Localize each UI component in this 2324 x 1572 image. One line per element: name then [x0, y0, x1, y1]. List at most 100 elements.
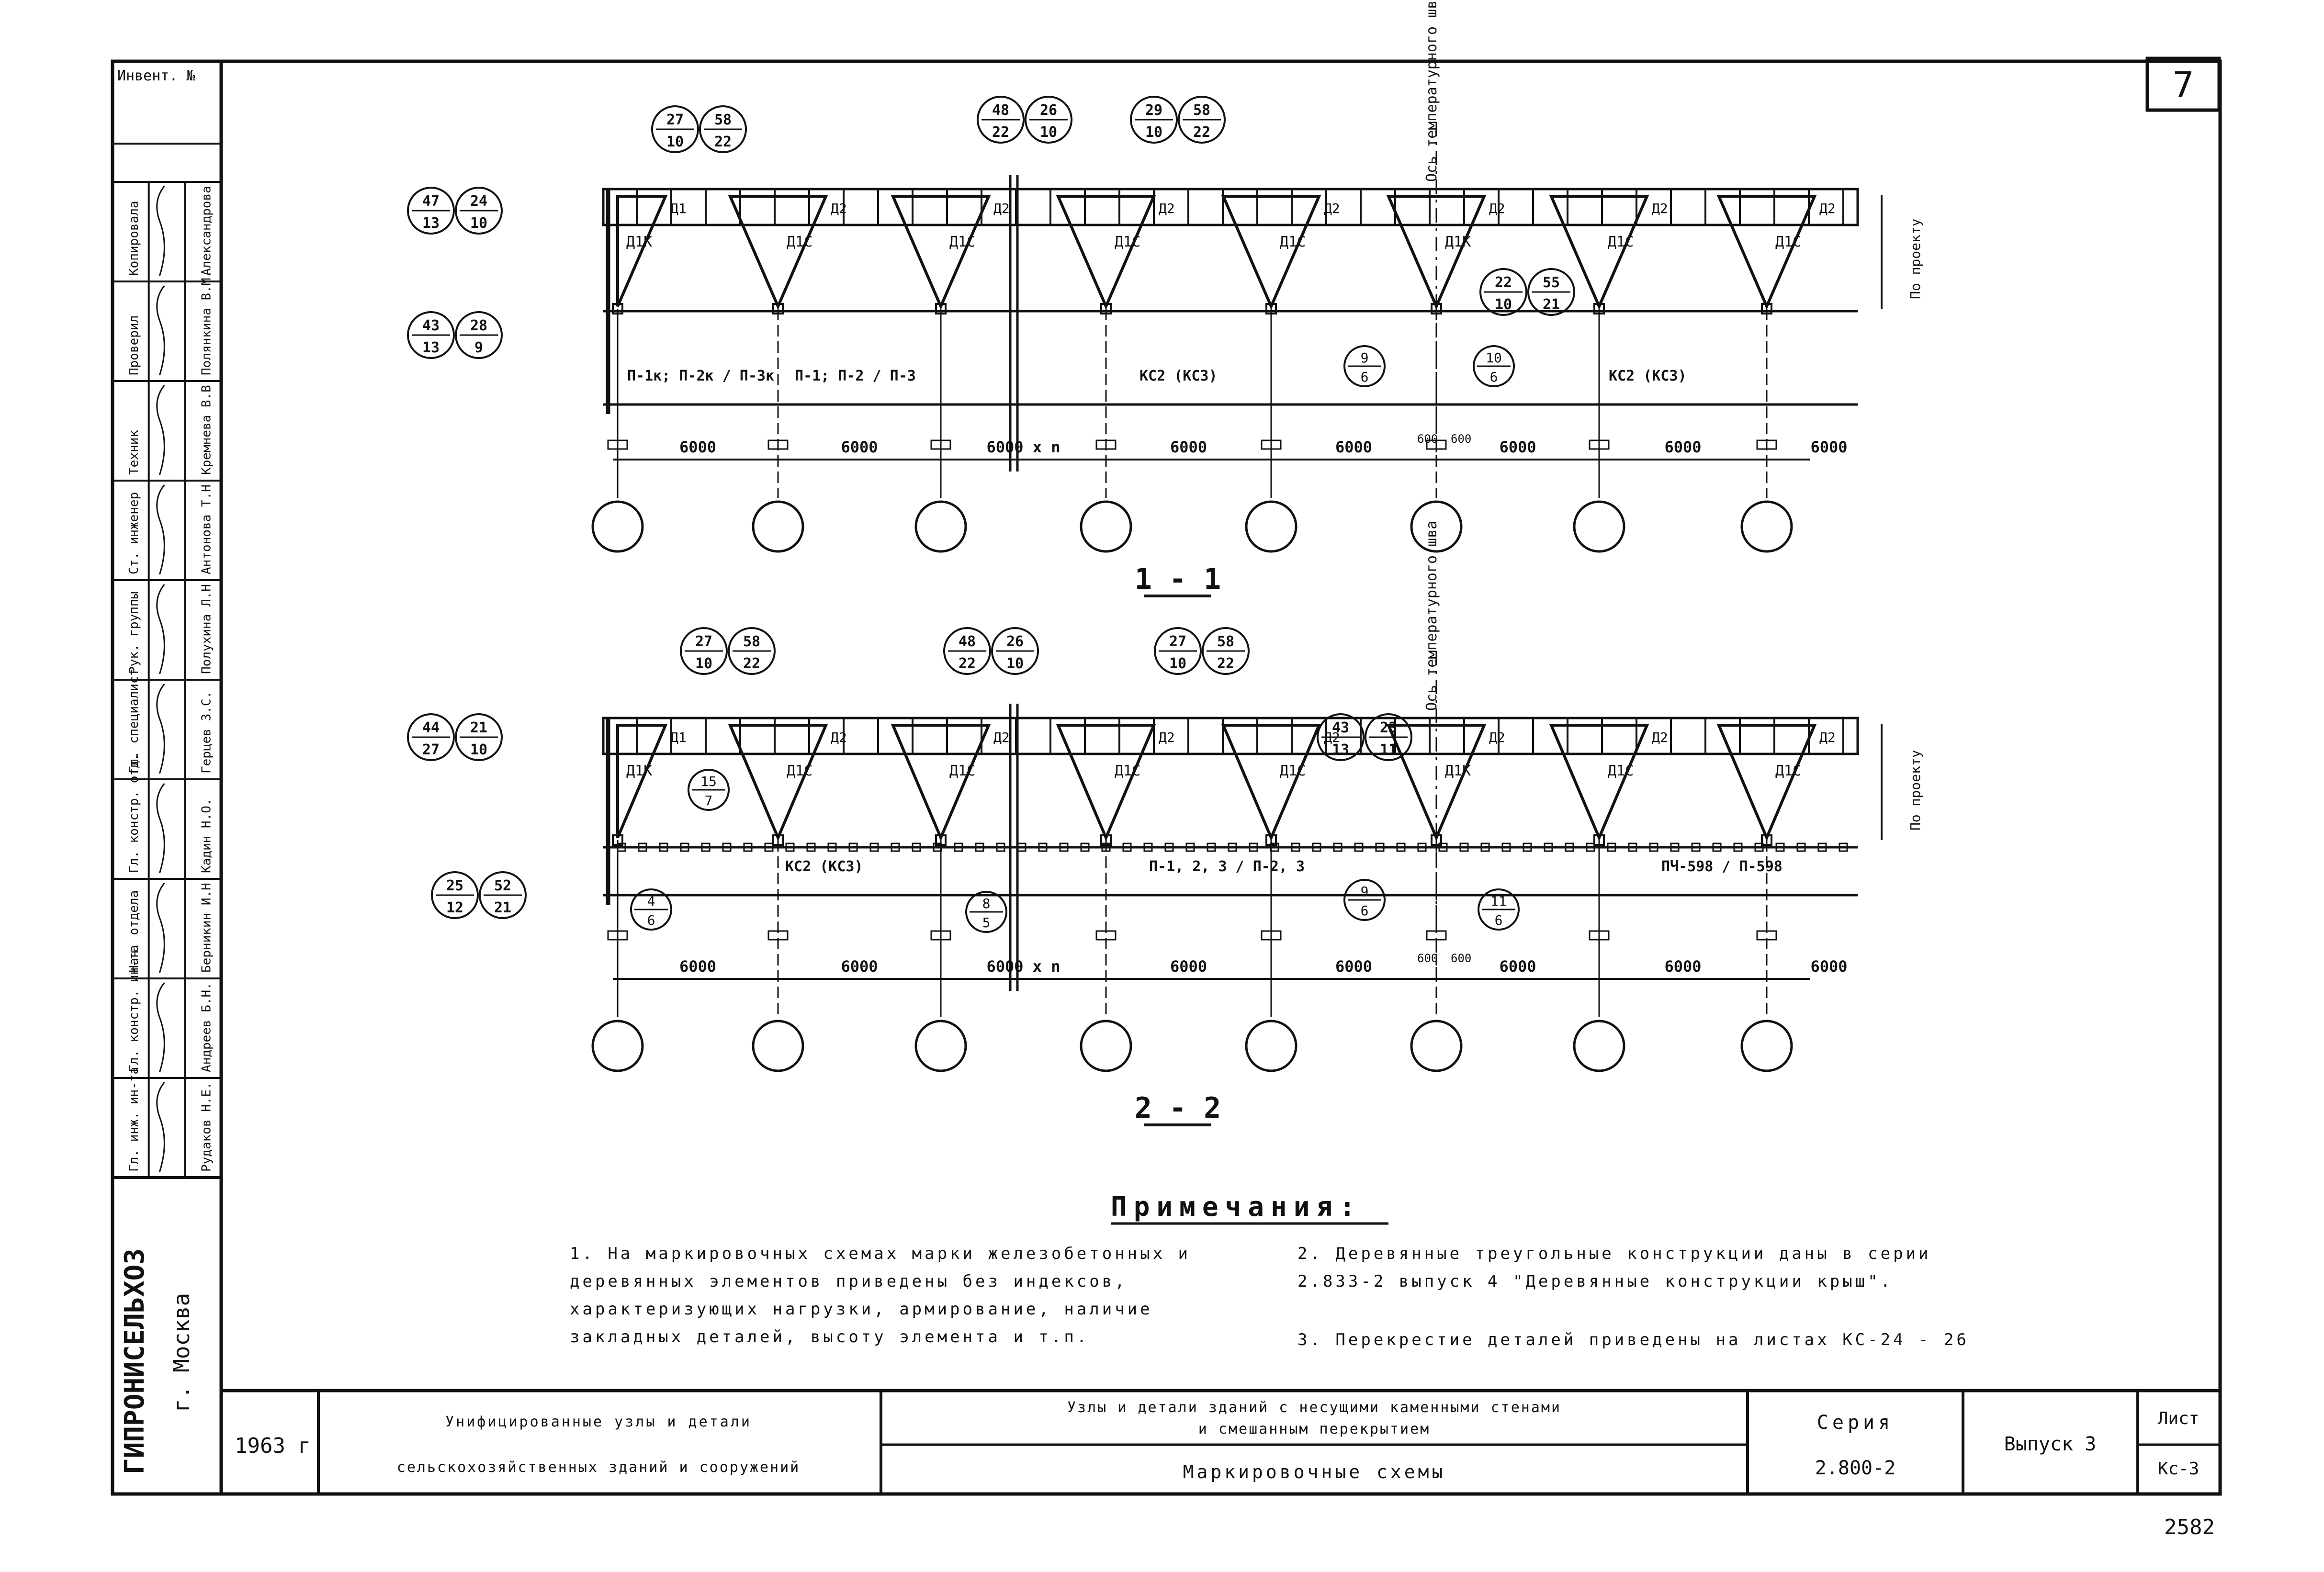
stamp-role: Гл. инж. ин-та — [127, 1067, 141, 1172]
callout-circle — [479, 871, 527, 919]
callout-bottom: 10 — [1169, 655, 1186, 672]
span-label: 6000 — [1170, 957, 1207, 976]
axis-bubble — [591, 500, 644, 553]
rafter-band — [602, 717, 1859, 755]
callout-bottom: 10 — [1495, 296, 1512, 313]
note-2-block: 2. Деревянные треугольные конструкции да… — [1297, 1244, 1931, 1291]
deck-slot — [1249, 842, 1258, 852]
callout-top: 58 — [1217, 633, 1234, 650]
detail-bottom: 6 — [1495, 912, 1503, 928]
deck-slot — [848, 842, 858, 852]
callout-circle — [431, 871, 479, 919]
axis-bubble — [914, 500, 967, 553]
deck-slot — [1164, 842, 1174, 852]
truss-label: Д1К — [1445, 763, 1471, 779]
callout-circle — [1317, 713, 1365, 761]
column-base — [607, 930, 628, 941]
stamp-surname: Кремнева В.В. — [199, 378, 214, 475]
panel-label: П-1к; П-2к / П-3к — [627, 368, 774, 384]
truss — [616, 724, 668, 839]
callout-top: 25 — [446, 877, 463, 894]
deck-slot — [1544, 842, 1553, 852]
stamp-role: Ст. инженер — [127, 492, 141, 574]
truss — [728, 724, 828, 842]
detail-circle — [1343, 345, 1386, 387]
callout-bottom: 13 — [1332, 741, 1349, 758]
truss-label: Д1С — [1115, 234, 1140, 250]
axis-bubble — [591, 1020, 644, 1072]
deck-slot — [1038, 842, 1048, 852]
callout-bottom: 10 — [1040, 124, 1057, 141]
callout-circle — [1479, 268, 1527, 316]
span-label: 6000 — [1499, 957, 1536, 976]
sheet-number: 7 — [2173, 65, 2194, 106]
detail-circle — [630, 888, 672, 931]
stamp-surname: Полянкина В.М. — [199, 270, 214, 375]
deck-slot — [701, 842, 711, 852]
truss — [1716, 724, 1817, 842]
callout-top: 27 — [666, 112, 684, 128]
callout-circle — [728, 627, 776, 675]
deck-slot — [975, 842, 984, 852]
detail-bottom: 6 — [1361, 369, 1369, 385]
callout-bottom: 10 — [1145, 124, 1162, 141]
panel-label: КС2 (КС3) — [1139, 368, 1218, 384]
stamp-signature — [156, 882, 165, 973]
stamp-signature — [156, 384, 165, 475]
callout-bottom: 22 — [1217, 655, 1234, 672]
rafter-band — [602, 188, 1859, 226]
title-col2-line2: и смешанным перекрытием — [1198, 1421, 1430, 1437]
detail-circle — [1473, 345, 1515, 387]
callout-bottom: 9 — [474, 339, 483, 356]
column-base — [1756, 930, 1777, 941]
deck-slot — [1523, 842, 1532, 852]
column-base — [1261, 439, 1282, 450]
deck-slot — [891, 842, 900, 852]
truss-label: Д1К — [626, 763, 652, 779]
column-base — [930, 439, 951, 450]
deck-slot — [806, 842, 816, 852]
list-value: Кс-3 — [2158, 1459, 2200, 1479]
callout-circle — [455, 187, 503, 235]
deck-slot — [722, 842, 732, 852]
detail-top: 15 — [700, 774, 717, 789]
title-col1-line2: сельскохозяйственных зданий и сооружений — [397, 1459, 800, 1476]
stamp-role: Гл. констр. отд. — [127, 753, 141, 873]
callout-bottom: 10 — [695, 655, 712, 672]
truss-label: Д1С — [787, 234, 812, 250]
stamp-signature — [156, 484, 165, 575]
axis-bubble — [1410, 500, 1463, 553]
callout-circle — [651, 105, 699, 153]
column-base — [1589, 439, 1610, 450]
deck-slot — [1080, 842, 1090, 852]
callout-circle — [1202, 627, 1250, 675]
deck-slot — [1691, 842, 1701, 852]
detail-top: 10 — [1486, 350, 1502, 366]
truss — [728, 195, 828, 310]
beam-label: Д2 — [1489, 730, 1505, 745]
title-block: 1963 г Унифицированные узлы и детали сел… — [221, 1389, 2220, 1494]
joint-dim: 600 — [1417, 952, 1438, 965]
truss-label: Д1С — [787, 763, 812, 779]
span-label: 6000 — [1810, 438, 1847, 456]
span-label: 6000 — [1664, 957, 1701, 976]
truss-label: Д1К — [626, 234, 652, 250]
callout-bottom: 10 — [1006, 655, 1024, 672]
axis-bubble — [1573, 500, 1625, 553]
beam-label: Д1 — [670, 730, 687, 745]
joint-dim: 600 — [1451, 432, 1471, 446]
deck-slot — [1817, 842, 1827, 852]
callout-bottom: 22 — [992, 124, 1009, 141]
deck-slot — [827, 842, 837, 852]
callout-circle — [1178, 96, 1226, 144]
cut-label: 1 - 1 — [1135, 562, 1221, 596]
axis-bubble — [1245, 500, 1297, 553]
callout-circle — [407, 187, 455, 235]
deck-slot — [1607, 842, 1616, 852]
stamp-signature — [156, 1081, 165, 1172]
stamp-signature — [156, 185, 165, 276]
truss-label: Д1С — [1280, 234, 1306, 250]
truss-label: Д1С — [949, 763, 975, 779]
span-label: 6000 — [679, 957, 716, 976]
callout-circle — [455, 311, 503, 359]
